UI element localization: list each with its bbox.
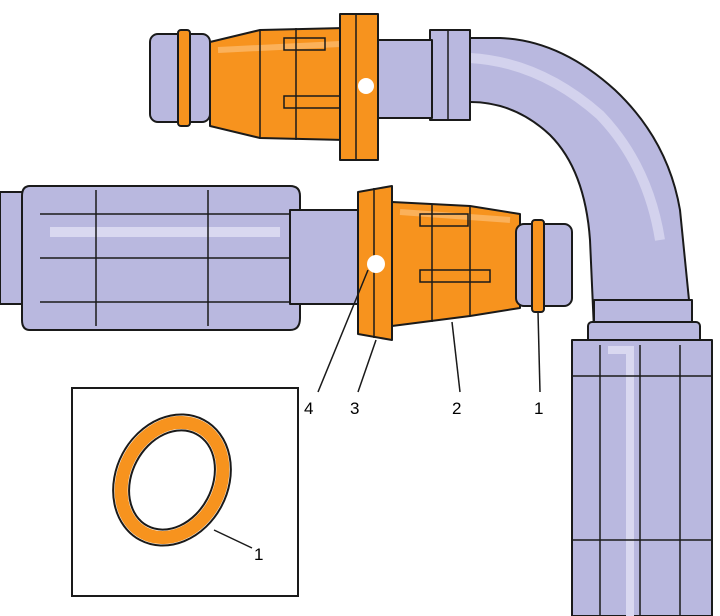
leader-1 — [537, 311, 541, 393]
coupler-marker-dot — [367, 255, 385, 273]
elbow-pipe — [439, 37, 693, 331]
callout-label-3: 3 — [350, 399, 359, 418]
vertical-hose — [571, 299, 713, 616]
callouts: 4 3 2 1 — [304, 269, 543, 418]
inset-leader-1 — [213, 529, 253, 549]
elbow-marker-dot — [358, 78, 374, 94]
leader-2 — [451, 321, 461, 393]
o-ring-inset: 1 — [71, 387, 299, 597]
vertical-hose-grip — [571, 339, 713, 616]
leader-4 — [317, 269, 369, 393]
callout-label-1: 1 — [534, 399, 543, 418]
horizontal-hose — [0, 185, 363, 331]
elbow-stub — [371, 39, 433, 119]
inset-label-1: 1 — [254, 545, 263, 564]
callout-label-4: 4 — [304, 399, 313, 418]
o-ring-inner-edge — [128, 429, 216, 531]
elbow-hose — [149, 13, 693, 331]
o-ring — [114, 415, 230, 545]
elbow-ring — [429, 29, 471, 121]
callout-label-2: 2 — [452, 399, 461, 418]
middle-coupler — [357, 185, 573, 341]
o-ring-outer-edge — [112, 413, 232, 547]
horizontal-hose-stub — [289, 209, 363, 305]
elbow-o-ring — [177, 29, 191, 127]
coupler-o-ring — [531, 219, 545, 313]
leader-3 — [357, 339, 377, 393]
